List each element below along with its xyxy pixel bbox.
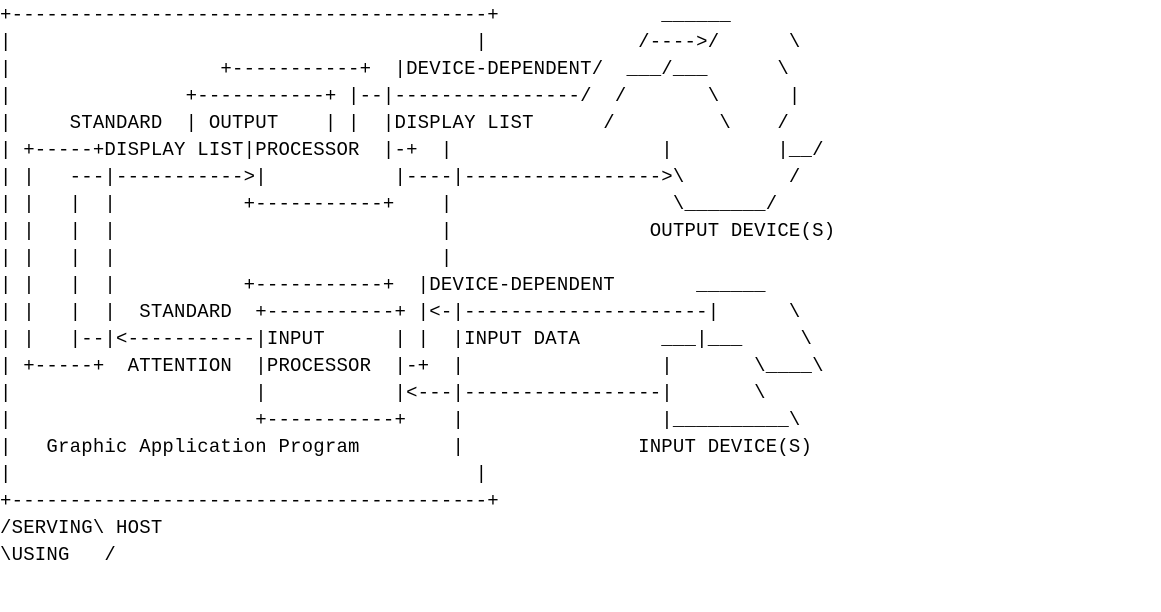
diagram-line-6: | +-----+DISPLAY LIST|PROCESSOR |-+ | | … bbox=[0, 139, 824, 161]
diagram-line-17: | Graphic Application Program | INPUT DE… bbox=[0, 436, 813, 458]
diagram-line-5: | STANDARD | OUTPUT | | |DISPLAY LIST / … bbox=[0, 112, 789, 134]
diagram-line-2: | | /---->/ \ bbox=[0, 31, 801, 53]
diagram-line-4: | +-----------+ |--|----------------/ / … bbox=[0, 85, 801, 107]
diagram-line-20: /SERVING\ HOST bbox=[0, 517, 163, 539]
diagram-line-7: | | ---|----------->| |----|------------… bbox=[0, 166, 801, 188]
diagram-line-11: | | | | +-----------+ |DEVICE-DEPENDENT … bbox=[0, 274, 766, 296]
diagram-line-14: | +-----+ ATTENTION |PROCESSOR |-+ | | \… bbox=[0, 355, 824, 377]
diagram-line-12: | | | | STANDARD +-----------+ |<-|-----… bbox=[0, 301, 801, 323]
diagram-line-9: | | | | | OUTPUT DEVICE(S) bbox=[0, 220, 836, 242]
diagram-line-15: | | |<---|-----------------| \ bbox=[0, 382, 766, 404]
diagram-line-19: +---------------------------------------… bbox=[0, 490, 499, 512]
diagram-line-3: | +-----------+ |DEVICE-DEPENDENT/ ___/_… bbox=[0, 58, 789, 80]
diagram-line-8: | | | | +-----------+ | \_______/ bbox=[0, 193, 778, 215]
diagram-line-18: | | bbox=[0, 463, 488, 485]
diagram-line-16: | +-----------+ | |__________\ bbox=[0, 409, 801, 431]
diagram-line-13: | | |--|<-----------|INPUT | | |INPUT DA… bbox=[0, 328, 813, 350]
diagram-line-21: \USING / bbox=[0, 544, 117, 566]
diagram-line-1: +---------------------------------------… bbox=[0, 4, 731, 26]
diagram-line-10: | | | | | bbox=[0, 247, 453, 269]
